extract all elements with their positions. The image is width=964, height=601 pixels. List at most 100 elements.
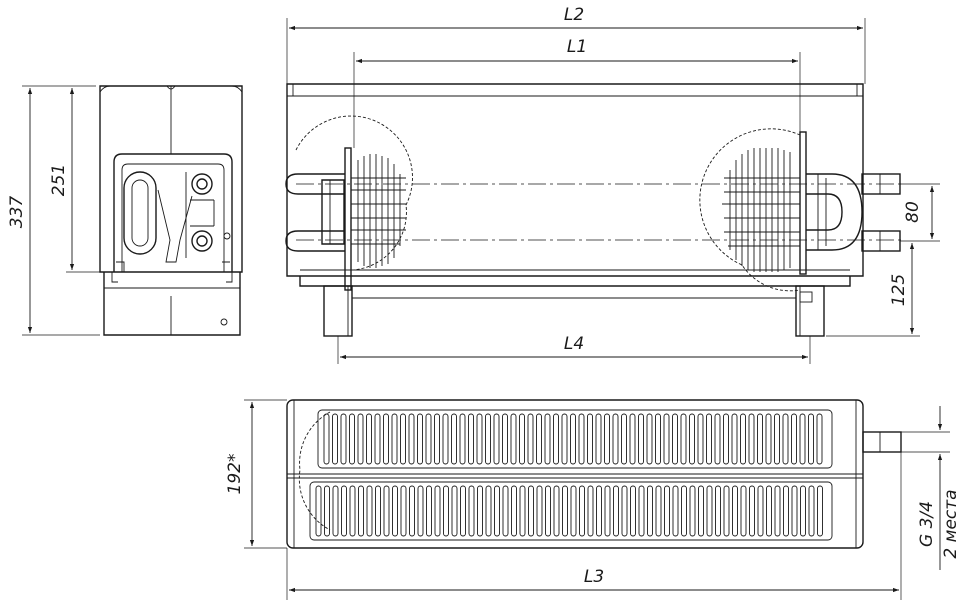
vent-slot: [579, 485, 585, 537]
vent-slot: [655, 413, 661, 465]
vent-slot: [629, 413, 636, 465]
vent-slot: [468, 485, 475, 537]
vent-slot: [425, 413, 432, 465]
vent-slot: [443, 485, 449, 537]
vent-slot: [655, 485, 662, 537]
vent-slot: [749, 485, 755, 537]
vent-slot: [544, 413, 551, 465]
vent-slot: [468, 413, 474, 465]
vent-slot: [323, 413, 330, 465]
vent-slot: [570, 413, 576, 465]
vent-slot: [519, 485, 526, 537]
dim-251: 251: [49, 88, 112, 273]
vent-slot: [511, 485, 517, 537]
vent-slot: [451, 485, 458, 537]
vent-slot: [332, 485, 339, 537]
vent-slot: [324, 485, 330, 537]
vent-slot: [740, 413, 746, 465]
vent-slot: [689, 485, 696, 537]
vent-slot: [808, 485, 815, 537]
vent-slot: [357, 413, 364, 465]
vent-slot: [451, 413, 457, 465]
vent-slot: [604, 413, 610, 465]
vent-slot: [400, 413, 406, 465]
right-fins: [722, 148, 800, 272]
vent-slot: [400, 485, 407, 537]
front-view: L2 L1: [285, 5, 940, 364]
vent-slot: [757, 413, 763, 465]
connection-callout: G 3/4 2 места: [901, 406, 961, 570]
vent-slot: [774, 485, 781, 537]
vent-slot: [519, 413, 525, 465]
vent-slot: [595, 413, 602, 465]
vent-slot: [442, 413, 449, 465]
vent-slot: [527, 413, 534, 465]
dim-L1: L1: [353, 37, 801, 148]
vent-slot: [417, 485, 424, 537]
vent-slot: [698, 485, 704, 537]
vent-slot: [799, 413, 806, 465]
vent-slot: [553, 485, 560, 537]
vent-slot: [417, 413, 423, 465]
vent-slot: [808, 413, 814, 465]
vent-slot: [731, 413, 738, 465]
dim-251-label: 251: [49, 164, 69, 196]
vent-slot: [502, 413, 508, 465]
vent-slot: [714, 413, 721, 465]
vent-slot: [477, 485, 483, 537]
vent-slot: [587, 485, 594, 537]
vent-slot: [664, 485, 670, 537]
vent-slot: [621, 413, 627, 465]
dim-125-label: 125: [889, 274, 909, 306]
vent-slot: [553, 413, 559, 465]
vent-slot: [391, 413, 398, 465]
vent-slot: [349, 485, 356, 537]
vent-slot: [723, 413, 729, 465]
vent-slot: [536, 413, 542, 465]
vent-slot: [536, 485, 543, 537]
vent-slot: [485, 413, 491, 465]
vent-slot: [723, 485, 730, 537]
vent-slot: [689, 413, 695, 465]
vent-slot: [332, 413, 338, 465]
vent-slot: [358, 485, 364, 537]
vent-slot: [493, 413, 500, 465]
upper-slots: [323, 413, 823, 465]
vent-slot: [757, 485, 764, 537]
vent-slot: [774, 413, 780, 465]
vent-slot: [383, 485, 390, 537]
vent-slot: [528, 485, 534, 537]
vent-slot: [638, 485, 645, 537]
vent-slot: [782, 413, 789, 465]
dim-192-label: 192*: [225, 454, 245, 495]
vent-slot: [630, 485, 636, 537]
vent-slot: [646, 413, 653, 465]
dim-337-label: 337: [7, 196, 27, 229]
dim-125: 125: [826, 243, 920, 337]
vent-slot: [375, 485, 381, 537]
vent-slot: [748, 413, 755, 465]
vent-slot: [570, 485, 577, 537]
vent-slot: [374, 413, 381, 465]
vent-slot: [340, 413, 347, 465]
dim-337: 337: [7, 85, 100, 336]
vent-slot: [647, 485, 653, 537]
vent-slot: [800, 485, 806, 537]
vent-slot: [315, 485, 322, 537]
vent-slot: [392, 485, 398, 537]
vent-slot: [459, 413, 466, 465]
vent-slot: [349, 413, 355, 465]
dim-L1-label: L1: [567, 37, 587, 57]
vent-slot: [587, 413, 593, 465]
vent-slot: [672, 485, 679, 537]
vent-slot: [817, 485, 823, 537]
dim-80: 80: [900, 183, 940, 242]
vent-slot: [341, 485, 347, 537]
vent-slot: [638, 413, 644, 465]
connection-thread-label: G 3/4: [917, 501, 937, 547]
vent-slot: [765, 413, 772, 465]
top-view: 192* L3 G 3/4 2 места: [225, 399, 961, 600]
vent-slot: [621, 485, 628, 537]
dim-80-label: 80: [903, 201, 923, 223]
vent-slot: [732, 485, 738, 537]
